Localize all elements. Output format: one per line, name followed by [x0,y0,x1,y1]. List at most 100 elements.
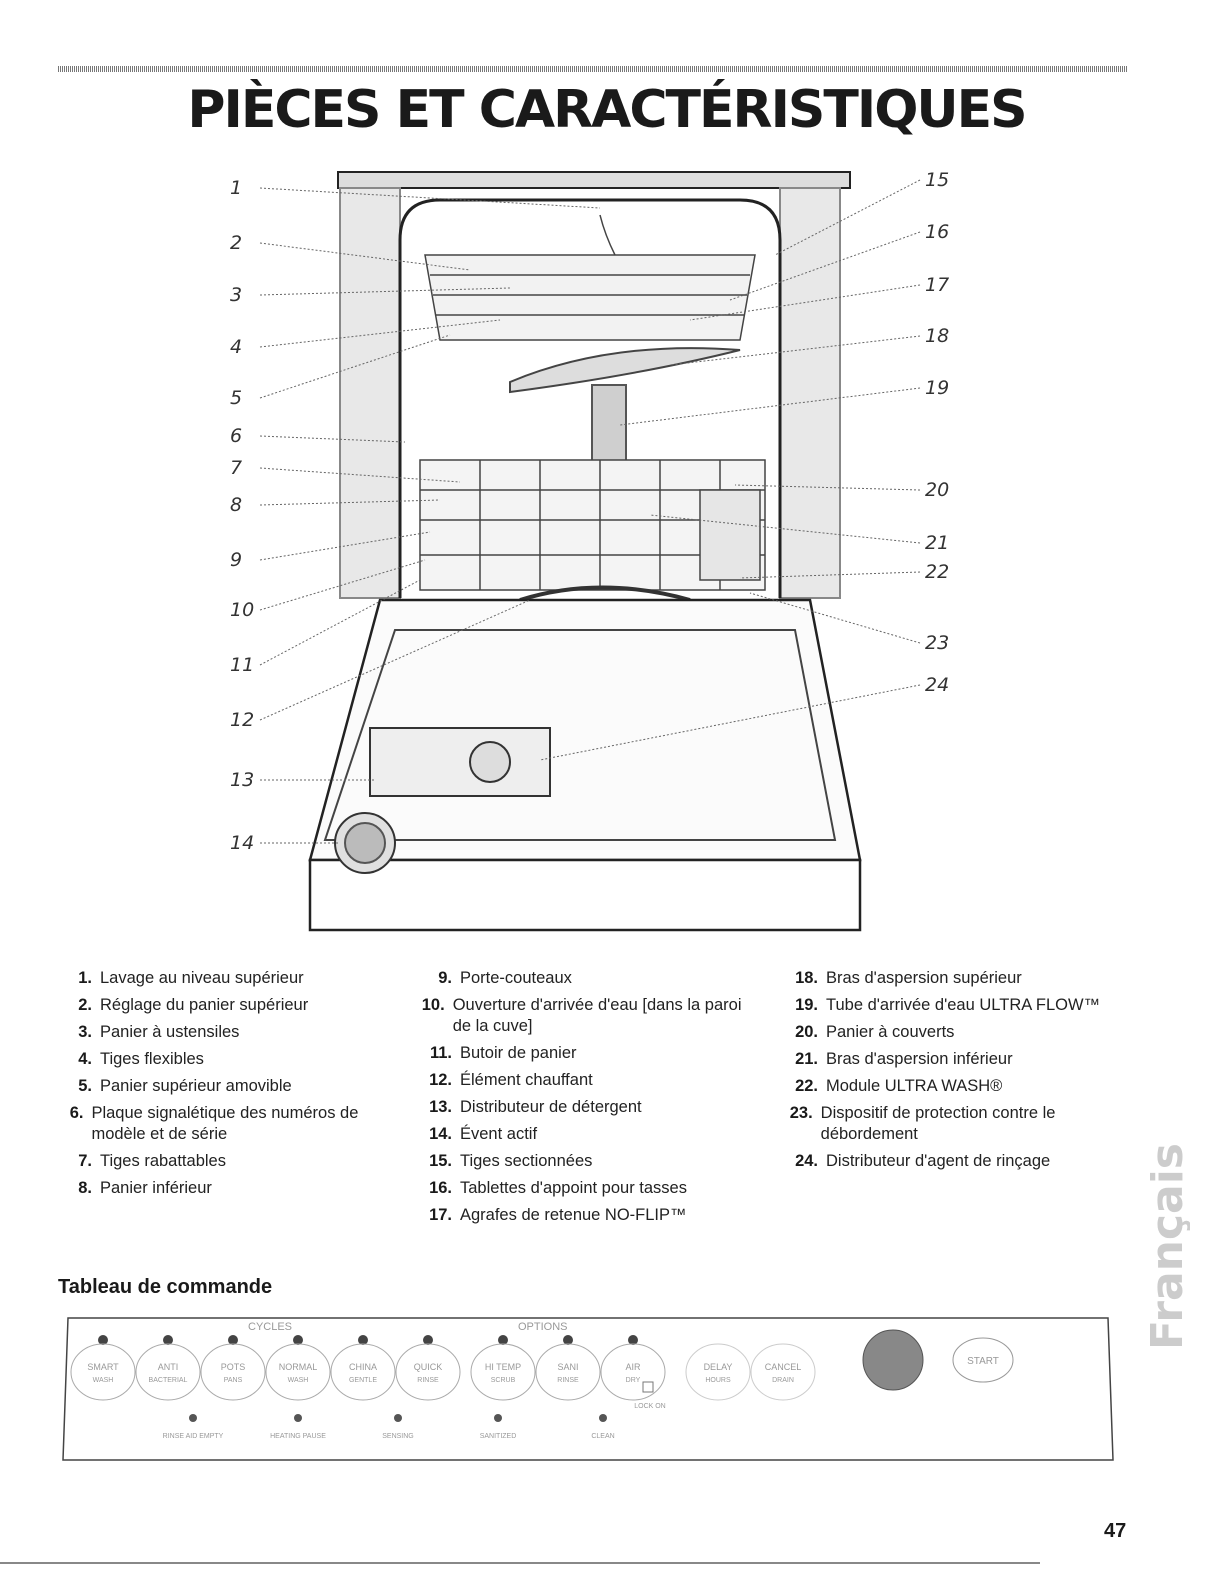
legend-item: 19.Tube d'arrivée d'eau ULTRA FLOW™ [780,995,1110,1016]
legend-number: 16. [429,1179,452,1197]
button-outline [70,1343,136,1401]
callout-number: 19 [925,377,949,399]
legend-item: 22. Module ULTRA WASH® [780,1076,1110,1097]
button-sublabel: RINSE [417,1377,439,1384]
legend-item: 4.Tiges flexibles [60,1049,390,1070]
callout-number: 1 [230,177,242,199]
side-tab-label: Français [1150,1143,1190,1350]
status-label: SENSING [382,1433,414,1440]
button-sublabel: PANS [224,1377,243,1384]
legend-text: Évent actif [460,1125,538,1143]
start-label: START [967,1356,999,1367]
legend-item: 13.Distributeur de détergent [414,1097,754,1118]
legend-text: Lavage au niveau supérieur [100,969,304,987]
legend-item: 21.Bras d'aspersion inférieur [780,1049,1110,1070]
indicator-light [563,1335,573,1345]
legend-item: 18.Bras d'aspersion supérieur [780,968,1110,989]
lower-spray-arm [519,585,691,602]
legend-item: 1. Lavage au niveau supérieur [60,968,390,989]
control-panel-heading: Tableau de commande [58,1276,273,1298]
indicator-light [293,1335,303,1345]
legend-text: Panier inférieur [100,1179,212,1197]
callout-number: 9 [230,549,242,571]
delay-hours-button[interactable]: DELAY HOURS [685,1343,751,1401]
lock-label: LOCK ON [634,1403,666,1410]
upper-rack [424,214,756,341]
legend-number: 7. [78,1152,92,1170]
dishwasher-diagram: 1 2 3 4 5 6 7 8 9 10 11 12 13 14 15 16 1… [230,169,949,932]
legend-text: Butoir de panier [460,1044,577,1062]
button-outline [200,1343,266,1401]
legend-text: Distributeur de détergent [460,1098,642,1116]
page-number: 47 [1104,1520,1127,1542]
legend-item: 14.Évent actif [414,1124,754,1145]
options-label: OPTIONS [518,1321,568,1333]
indicator-light [98,1335,108,1345]
legend-number: 22. [795,1077,818,1095]
legend-number: 9. [438,969,452,987]
legend-number: 10. [421,996,445,1014]
top-rule [58,66,1128,72]
option-air-dry-button[interactable]: AIR DRY [600,1335,666,1401]
indicator-light [358,1335,368,1345]
status-label: HEATING PAUSE [270,1433,326,1440]
tub-outline [398,198,782,598]
callout-number: 17 [925,274,949,296]
lower-rack [419,459,766,591]
button-sublabel: HOURS [705,1377,731,1384]
cycle-normal-wash-button[interactable]: NORMAL WASH [265,1335,331,1401]
cycle-smart-wash-button[interactable]: SMART WASH [70,1335,136,1401]
callout-number: 15 [925,169,949,191]
indicator-light [498,1335,508,1345]
legend-text: Tiges flexibles [100,1050,204,1068]
button-outline [750,1343,816,1401]
status-display [862,1329,924,1391]
legend-item: 15.Tiges sectionnées [414,1151,754,1172]
cycle-quick-rinse-button[interactable]: QUICK RINSE [395,1335,461,1401]
option-sani-rinse-button[interactable]: SANI RINSE [535,1335,601,1401]
cancel-drain-button[interactable]: CANCEL DRAIN [750,1343,816,1401]
button-sublabel: BACTERIAL [149,1377,188,1384]
start-button[interactable]: START [952,1337,1014,1383]
callout-number: 13 [230,769,254,791]
callout-number: 24 [925,674,949,696]
status-label: RINSE AID EMPTY [163,1433,224,1440]
cycle-pots-pans-button[interactable]: POTS PANS [200,1335,266,1401]
option-hi-temp-button[interactable]: HI TEMP SCRUB [470,1335,536,1401]
indicator-light [163,1335,173,1345]
legend-item: 11.Butoir de panier [414,1043,754,1064]
legend-text: Tiges sectionnées [460,1152,593,1170]
legend-number: 8. [78,1179,92,1197]
cycle-anti-bacterial-button[interactable]: ANTI BACTERIAL [135,1335,201,1401]
legend-text: Porte-couteaux [460,969,572,987]
button-sublabel: DRAIN [772,1377,794,1384]
legend-item: 23.Dispositif de protection contre le dé… [780,1103,1110,1145]
legend-text: Module ULTRA WASH® [826,1077,1003,1095]
button-outline [395,1343,461,1401]
callout-number: 18 [925,325,949,347]
legend-text: Distributeur d'agent de rinçage [826,1152,1051,1170]
button-label: POTS [221,1362,246,1372]
legend-text: Tablettes d'appoint pour tasses [460,1179,687,1197]
legend-item: 17.Agrafes de retenue NO-FLIP™ [414,1205,754,1226]
legend-item: 24.Distributeur d'agent de rinçage [780,1151,1110,1172]
indicator-light [228,1335,238,1345]
bottom-rule [0,1562,1040,1564]
callout-number: 6 [230,425,242,447]
lock-icon [642,1381,654,1393]
button-label: AIR [625,1362,641,1372]
cycle-china-gentle-button[interactable]: CHINA GENTLE [330,1335,396,1401]
legend-item: 12.Élément chauffant [414,1070,754,1091]
rinse-aid-dispenser [469,741,511,783]
callout-number: 2 [230,232,242,254]
callout-number: 8 [230,494,242,516]
legend-number: 1. [78,969,92,987]
status-label: SANITIZED [480,1433,517,1440]
legend-text: Réglage du panier supérieur [100,996,309,1014]
status-light [189,1414,197,1422]
legend-number: 23. [789,1104,813,1122]
button-label: CANCEL [765,1362,802,1372]
legend-text: Tube d'arrivée d'eau ULTRA FLOW™ [826,996,1101,1014]
button-sublabel: DRY [626,1377,641,1384]
option-buttons: HI TEMP SCRUB SANI RINSE AIR DRY [470,1335,666,1401]
